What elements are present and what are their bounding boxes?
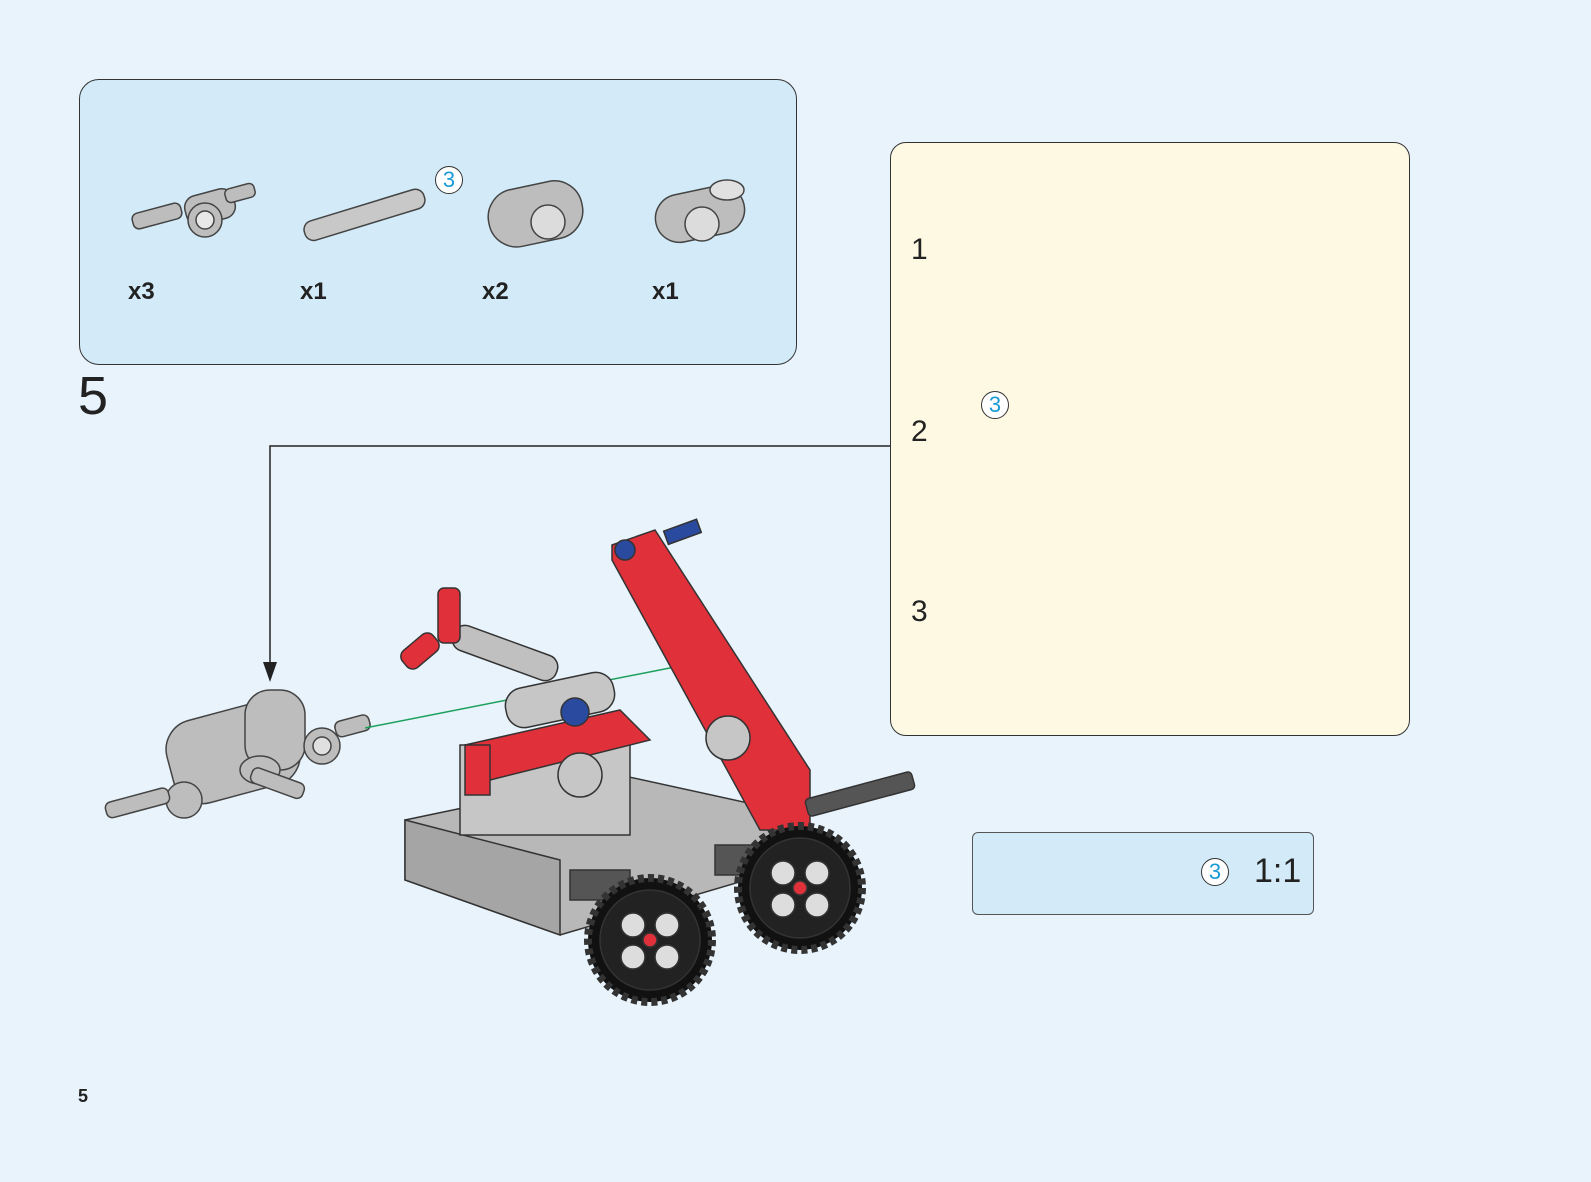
- axle-icon: [303, 188, 426, 242]
- substeps-box: 1 2 3 3: [890, 142, 1410, 736]
- leader-arrowhead: [263, 662, 277, 682]
- part-quantity: x1: [300, 278, 327, 305]
- axle-length-callout: 3: [981, 391, 1009, 419]
- connector-perpendicular-icon: [654, 179, 746, 244]
- scale-reference-box: 3: [972, 832, 1314, 915]
- main-model-illustration: [400, 518, 916, 1006]
- connector-peg-icon: [131, 182, 256, 238]
- substep-label: 2: [911, 415, 928, 448]
- scale-ratio: 1:1: [1254, 852, 1302, 890]
- part-quantity: x3: [128, 278, 155, 305]
- gear-icon: [734, 822, 866, 954]
- axle-length-callout: 3: [1201, 858, 1229, 886]
- substep-label: 1: [911, 233, 928, 266]
- step-number: 5: [78, 366, 109, 426]
- gear-icon: [584, 874, 716, 1006]
- part-quantity: x2: [482, 278, 509, 305]
- part-quantity: x1: [652, 278, 679, 305]
- axle-length-callout: 3: [435, 166, 463, 194]
- leader-line: [269, 445, 890, 670]
- page-number: 5: [78, 1086, 89, 1106]
- subassembly-illustration: [104, 689, 371, 819]
- connector-cross-icon: [487, 180, 584, 248]
- substep-label: 3: [911, 595, 928, 628]
